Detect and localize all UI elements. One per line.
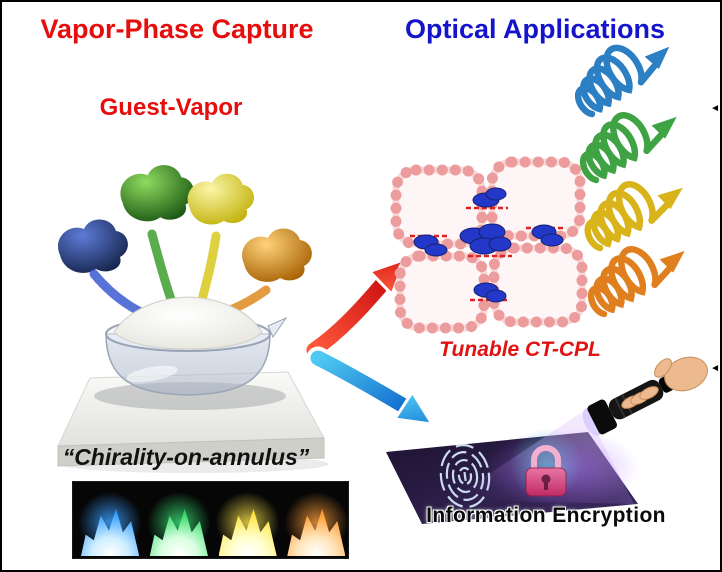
chirality-on-annulus-label: “Chirality-on-annulus” bbox=[62, 444, 310, 470]
white-powder bbox=[113, 296, 263, 350]
cpl-helix-orange-icon bbox=[578, 225, 692, 316]
vapor-cloud-green-icon bbox=[120, 165, 194, 222]
title-optical-applications: Optical Applications bbox=[404, 14, 666, 44]
cpl-helix-green-icon bbox=[570, 91, 684, 182]
powder-pile-yellow bbox=[203, 482, 292, 558]
edge-arrow-mark: ◄ bbox=[710, 103, 720, 114]
powder-pile-green bbox=[134, 482, 224, 558]
framework-diagram bbox=[390, 156, 588, 334]
vapor-cloud-blue-icon bbox=[58, 219, 128, 273]
guest-vapor-label: Guest-Vapor bbox=[99, 94, 243, 121]
light-beam bbox=[450, 410, 634, 504]
crystallizing-dish bbox=[105, 296, 288, 396]
vapor-clouds bbox=[58, 165, 312, 282]
hand bbox=[621, 356, 708, 409]
platform bbox=[57, 371, 329, 473]
guest-molecules bbox=[413, 187, 564, 303]
encryption-scene bbox=[386, 356, 708, 524]
powder-photo-strip bbox=[72, 481, 349, 559]
edge-arrow-mark: ◄ bbox=[710, 363, 720, 374]
powder-pile-blue bbox=[73, 482, 155, 558]
title-vapor-phase-capture: Vapor-Phase Capture bbox=[40, 14, 314, 44]
blue-arrow bbox=[306, 346, 436, 426]
vapor-cloud-yellow-icon bbox=[187, 173, 254, 225]
information-encryption-label: Information Encryption bbox=[426, 504, 666, 527]
powder-pile-orange bbox=[272, 482, 348, 558]
red-arrow bbox=[302, 256, 408, 362]
vapor-cloud-orange-icon bbox=[242, 228, 312, 282]
tunable-ct-cpl-label: Tunable CT-CPL bbox=[439, 338, 601, 361]
